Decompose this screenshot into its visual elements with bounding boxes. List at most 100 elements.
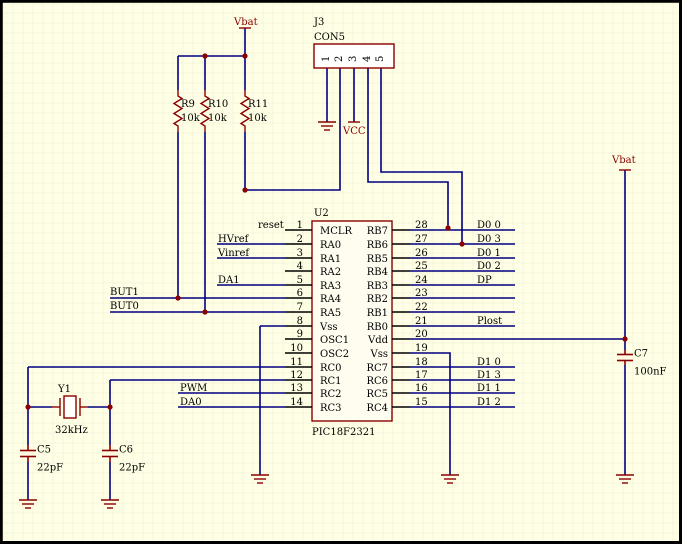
net-label-right: D0 1 [477, 248, 501, 259]
ic-pin-name: Vss [319, 322, 338, 333]
ic-pin-number: 8 [297, 316, 303, 327]
ic-u2-body [311, 220, 393, 422]
resistor-r10 [199, 90, 211, 132]
ic-pin-name: MCLR [320, 226, 353, 237]
power-symbols [239, 27, 631, 171]
ic-pin-name: RB6 [367, 240, 388, 251]
net-label-left: PWM [180, 383, 207, 394]
resistor-r11 [239, 90, 251, 132]
ic-pin-number: 18 [415, 357, 428, 368]
capacitor-ref: C7 [634, 349, 648, 360]
ic-pin-name: RB4 [367, 267, 388, 278]
ic-pin-name: RA2 [320, 267, 341, 278]
junction-dot [202, 309, 208, 315]
net-label-but1: BUT1 [110, 287, 139, 298]
ic-pin-name: OSC1 [320, 335, 349, 346]
ic-pin-number: 15 [415, 397, 428, 408]
connector-pin-number: 3 [348, 56, 359, 62]
net-label-left: reset [258, 220, 284, 231]
ground-symbols [19, 121, 634, 509]
ic-pin-number: 20 [415, 329, 428, 340]
net-label-right: D1 0 [477, 357, 501, 368]
resistor-ref: R9 [181, 99, 195, 110]
wires [27, 28, 626, 500]
junction-dot [25, 404, 31, 410]
capacitor-value: 22pF [37, 463, 63, 474]
ic-pin-number: 24 [415, 275, 428, 286]
ic-pin-number: 6 [297, 288, 303, 299]
ic-pin-number: 19 [415, 343, 428, 354]
capacitor-value: 100nF [634, 367, 667, 378]
capacitor-value: 22pF [119, 463, 145, 474]
connector-pin-number: 2 [334, 56, 345, 62]
ic-pin-name: RA4 [320, 294, 341, 305]
ic-pin-name: Vss [370, 349, 389, 360]
resistor-ref: R11 [248, 99, 268, 110]
ic-pin-number: 12 [290, 370, 303, 381]
ic-pin-number: 11 [290, 357, 303, 368]
ic-pin-name: RC4 [366, 403, 388, 414]
net-label-left: HVref [218, 234, 250, 245]
resistor-value: 10k [248, 113, 268, 124]
ic-pin-name: RC1 [320, 376, 342, 387]
ic-pin-number: 4 [297, 261, 303, 272]
ic-pin-number: 16 [415, 383, 428, 394]
capacitor-ref: C5 [37, 445, 51, 456]
net-label-left: Vinref [217, 248, 250, 259]
ic-pin-name: RA3 [320, 281, 341, 292]
ic-pin-name: RB5 [367, 254, 388, 265]
net-label-right: D1 1 [477, 383, 501, 394]
ic-pin-name: RB3 [367, 281, 388, 292]
resistor-value: 10k [181, 113, 201, 124]
crystal-ref: Y1 [57, 384, 71, 395]
net-label-right: D1 2 [477, 397, 501, 408]
junction-dot [175, 295, 181, 301]
junction-dot [445, 225, 451, 231]
ic-pin-number: 27 [415, 234, 428, 245]
capacitor-ref: C6 [119, 445, 133, 456]
crystal-value: 32kHz [55, 425, 88, 436]
net-label-right: D0 0 [477, 220, 501, 231]
net-label-right: D0 3 [477, 234, 501, 245]
connector-ref: J3 [313, 17, 324, 28]
ic-pin-number: 14 [290, 397, 303, 408]
ic-ref: U2 [314, 208, 329, 219]
net-label-right: D1 3 [477, 370, 501, 381]
ic-pin-number: 7 [297, 302, 303, 313]
ic-pin-number: 25 [415, 261, 428, 272]
ic-pin-number: 13 [290, 383, 303, 394]
ic-pin-name: OSC2 [320, 349, 349, 360]
wire-j3-rb7 [367, 68, 449, 228]
ic-pin-number: 17 [415, 370, 428, 381]
capacitor-labels: C5 22pF C6 22pF C7 100nF [37, 349, 667, 474]
junction-dot [242, 53, 248, 59]
vbat-top-label: Vbat [233, 17, 258, 28]
ic-pin-name: RB7 [367, 226, 388, 237]
ic-pin-number: 21 [415, 316, 428, 327]
ic-pin-number: 23 [415, 288, 428, 299]
net-label-left: DA1 [218, 275, 240, 286]
ic-pin-name: RC5 [366, 389, 388, 400]
capacitors [20, 350, 633, 462]
ic-pin-name: RA5 [320, 308, 341, 319]
ic-pin-name: RB2 [367, 294, 388, 305]
ic-pin-name: RC7 [366, 363, 388, 374]
ic-pin-name: RB1 [367, 308, 388, 319]
net-label-but0: BUT0 [110, 301, 139, 312]
connector-pin-number: 5 [375, 56, 386, 62]
ic-pin-name: RA0 [320, 240, 341, 251]
wire-j3-rb6 [380, 68, 463, 244]
junction-dot [459, 241, 465, 247]
ic-pin-name: RC0 [320, 363, 342, 374]
resistors [172, 90, 251, 132]
ic-pin-number: 1 [297, 220, 303, 231]
ic-pin-number: 5 [297, 275, 303, 286]
net-label-right: Plost [477, 316, 502, 327]
wire-reset-j3 [244, 68, 341, 191]
net-label-right: D0 2 [477, 261, 501, 272]
